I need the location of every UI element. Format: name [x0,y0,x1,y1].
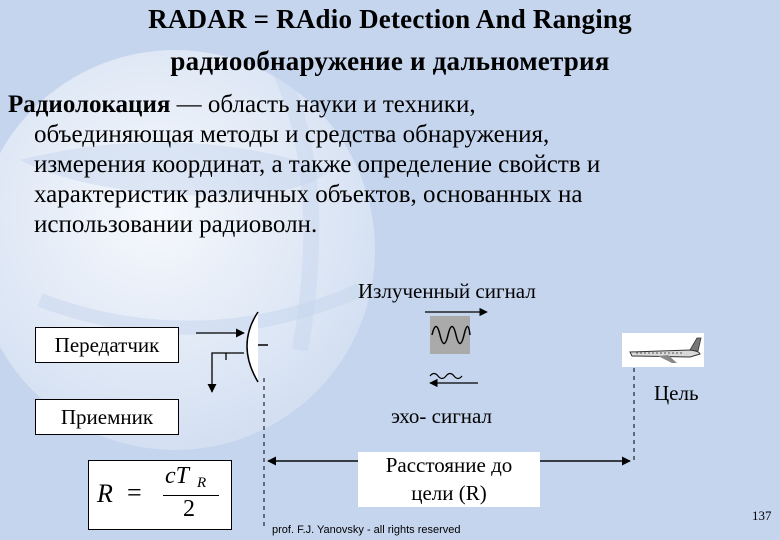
emitted-signal-label: Излученный сигнал [358,279,536,303]
definition-line-1: — область науки и техники, [170,91,476,118]
footer-credit: prof. F.J. Yanovsky - all rights reserve… [272,524,461,536]
formula-fraction-bar [163,495,219,496]
definition-line-2: объединяющая методы и средства обнаружен… [34,121,550,148]
distance-label-bg [358,452,540,507]
formula-equals: = [127,478,142,507]
emitted-wave-icon [431,325,471,345]
title-russian: радиообнаружение и дальнометрия [170,46,610,76]
formula-numerator: cT [165,463,189,489]
distance-label-line-2: цели (R) [411,481,487,505]
definition-paragraph: Радиолокация — область науки и техники, … [8,90,778,240]
distance-label-line-1: Расстояние до [385,453,513,477]
formula-lhs: R [97,479,113,508]
formula-subscript: R [197,475,207,491]
transmitter-box: Передатчик [35,327,179,363]
definition-line-3: измерения координат, а также определение… [34,151,601,178]
definition-line-5: использовании радиоволн. [34,211,318,238]
page-number: 137 [752,508,772,523]
range-formula: R = cT R 2 [88,460,232,530]
airplane-icon [629,337,702,363]
receiver-feed-arrow [207,352,244,393]
title-english: RADAR = RAdio Detection And Ranging [148,4,632,34]
definition-line-4: характеристик различных объектов, основа… [34,181,583,208]
target-label: Цель [654,381,699,405]
formula-denominator: 2 [183,496,195,522]
definition-term: Радиолокация [8,91,171,118]
echo-wave-icon [429,372,463,380]
receiver-box: Приемник [35,399,179,435]
antenna-dish-icon [246,311,259,383]
echo-signal-label: эхо- сигнал [391,404,493,428]
